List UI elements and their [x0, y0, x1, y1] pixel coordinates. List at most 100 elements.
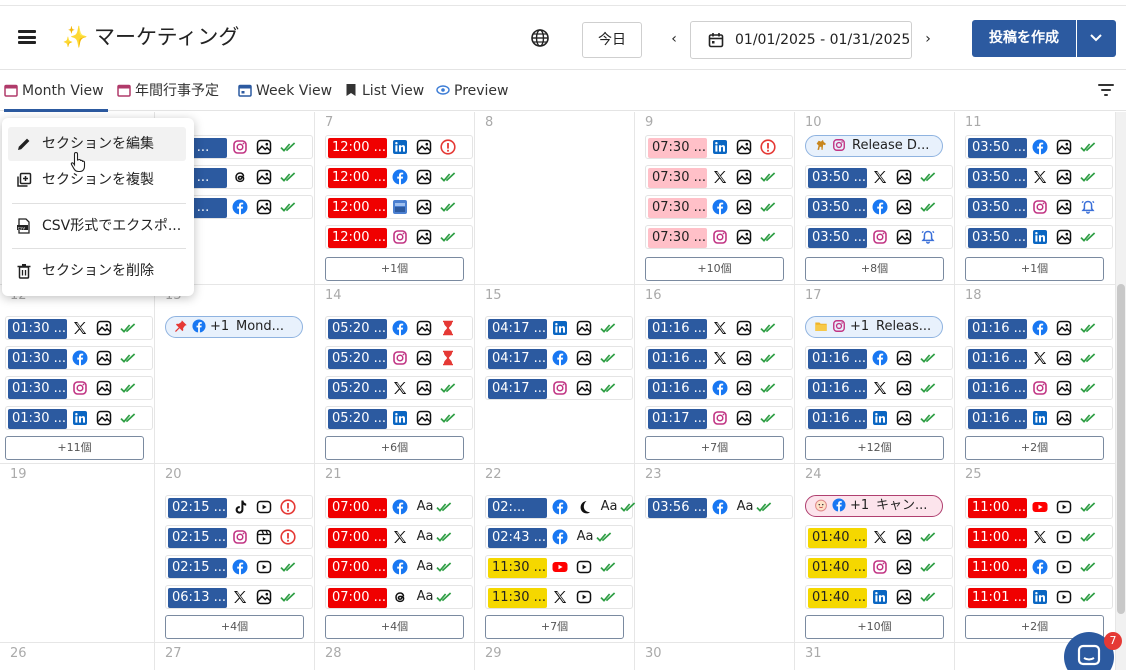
- scheduled-post-chip[interactable]: 02:...Aa: [485, 495, 636, 519]
- calendar-day-cell[interactable]: 23: [635, 464, 795, 643]
- scheduled-post-chip[interactable]: 12:00 ...: [325, 135, 473, 159]
- calendar-day-cell[interactable]: 14: [315, 285, 475, 464]
- calendar-day-cell[interactable]: 25: [955, 464, 1116, 643]
- scheduled-post-chip[interactable]: 11:01 ...: [965, 585, 1113, 609]
- scheduled-post-chip[interactable]: 01:30 ...: [5, 376, 153, 400]
- more-posts-button[interactable]: +2個: [965, 436, 1104, 460]
- scheduled-post-chip[interactable]: 11:30 ...: [485, 585, 633, 609]
- more-posts-button[interactable]: +12個: [805, 436, 944, 460]
- calendar-day-cell[interactable]: 12: [0, 285, 155, 464]
- tab-month-view[interactable]: Month View: [4, 71, 108, 112]
- more-posts-button[interactable]: +10個: [805, 615, 944, 639]
- next-month-button[interactable]: ›: [925, 31, 931, 47]
- more-posts-button[interactable]: +7個: [645, 436, 784, 460]
- scheduled-post-chip[interactable]: 01:16 ...: [965, 316, 1113, 340]
- scheduled-post-chip[interactable]: 05:20 ...: [325, 376, 473, 400]
- scheduled-post-chip[interactable]: 01:30 ...: [5, 346, 153, 370]
- scheduled-post-chip[interactable]: 03:56 ...Aa: [645, 495, 793, 519]
- create-post-dropdown[interactable]: [1077, 20, 1116, 57]
- scheduled-post-chip[interactable]: 12:00 ...: [325, 225, 473, 249]
- calendar-day-cell[interactable]: 19: [0, 464, 155, 643]
- calendar-day-cell[interactable]: 29: [475, 643, 635, 670]
- scheduled-post-chip[interactable]: 05:20 ...: [325, 346, 473, 370]
- scheduled-post-chip[interactable]: 01:16 ...: [805, 376, 953, 400]
- calendar-day-cell[interactable]: 28: [315, 643, 475, 670]
- tab-annual-schedule[interactable]: 年間行事予定: [117, 71, 227, 111]
- more-posts-button[interactable]: +6個: [325, 436, 464, 460]
- scheduled-post-chip[interactable]: 04:17 ...: [485, 376, 633, 400]
- scheduled-post-chip[interactable]: 07:30 ...: [645, 135, 793, 159]
- scheduled-post-chip[interactable]: 06:13 ...: [165, 585, 313, 609]
- tab-list-view[interactable]: List View: [344, 71, 424, 111]
- scheduled-post-chip[interactable]: 01:40 ...: [805, 555, 953, 579]
- menu-item-duplicate-section[interactable]: セクションを複製: [8, 163, 186, 197]
- scheduled-post-chip[interactable]: 02:15 ...: [165, 525, 313, 549]
- scheduled-post-chip[interactable]: 05:20 ...: [325, 316, 473, 340]
- scheduled-post-chip[interactable]: 03:50 ...: [965, 165, 1113, 189]
- more-posts-button[interactable]: +7個: [485, 615, 624, 639]
- calendar-day-cell[interactable]: 24: [795, 464, 955, 643]
- scheduled-post-chip[interactable]: 07:00 ...Aa: [325, 525, 473, 549]
- scheduled-post-chip[interactable]: 04:17 ...: [485, 346, 633, 370]
- scheduled-post-chip[interactable]: 07:00 ...Aa: [325, 585, 473, 609]
- event-pill[interactable]: Release D...: [805, 135, 943, 157]
- calendar-day-cell[interactable]: 18: [955, 285, 1116, 464]
- filter-icon[interactable]: [1098, 84, 1114, 96]
- scheduled-post-chip[interactable]: 03:50 ...: [965, 195, 1113, 219]
- prev-month-button[interactable]: ‹: [671, 31, 677, 47]
- menu-item-export-csv[interactable]: csv CSV形式でエクスポ...: [8, 209, 186, 243]
- scheduled-post-chip[interactable]: 04:17 ...: [485, 316, 633, 340]
- scheduled-post-chip[interactable]: 03:50 ...: [965, 225, 1113, 249]
- more-posts-button[interactable]: +10個: [645, 257, 784, 281]
- scheduled-post-chip[interactable]: 01:17 ...: [645, 406, 793, 430]
- scheduled-post-chip[interactable]: 03:50 ...: [805, 225, 953, 249]
- scheduled-post-chip[interactable]: 01:40 ...: [805, 585, 953, 609]
- scheduled-post-chip[interactable]: 01:16 ...: [645, 316, 793, 340]
- scheduled-post-chip[interactable]: 11:00 ...: [965, 495, 1113, 519]
- scheduled-post-chip[interactable]: 01:16 ...: [645, 346, 793, 370]
- scheduled-post-chip[interactable]: 01:30 ...: [5, 316, 153, 340]
- scheduled-post-chip[interactable]: 01:16 ...: [965, 376, 1113, 400]
- scheduled-post-chip[interactable]: 02:15 ...: [165, 555, 313, 579]
- more-posts-button[interactable]: +1個: [325, 257, 464, 281]
- scheduled-post-chip[interactable]: 07:30 ...: [645, 195, 793, 219]
- calendar-day-cell[interactable]: 21: [315, 464, 475, 643]
- scheduled-post-chip[interactable]: 07:30 ...: [645, 165, 793, 189]
- scheduled-post-chip[interactable]: 01:16 ...: [805, 346, 953, 370]
- scheduled-post-chip[interactable]: 03:50 ...: [965, 135, 1113, 159]
- calendar-day-cell[interactable]: 27: [155, 643, 315, 670]
- tab-preview[interactable]: Preview: [436, 71, 512, 111]
- calendar-day-cell[interactable]: 8: [475, 112, 635, 285]
- more-posts-button[interactable]: +8個: [805, 257, 944, 281]
- more-posts-button[interactable]: +11個: [5, 436, 144, 460]
- scheduled-post-chip[interactable]: 02:15 ...: [165, 495, 313, 519]
- scheduled-post-chip[interactable]: 03:50 ...: [805, 195, 953, 219]
- calendar-day-cell[interactable]: 17: [795, 285, 955, 464]
- calendar-day-cell[interactable]: 31: [795, 643, 955, 670]
- scheduled-post-chip[interactable]: 01:40 ...: [805, 525, 953, 549]
- scheduled-post-chip[interactable]: 05:20 ...: [325, 406, 473, 430]
- scheduled-post-chip[interactable]: 07:30 ...: [645, 225, 793, 249]
- menu-item-delete-section[interactable]: セクションを削除: [8, 254, 186, 288]
- scheduled-post-chip[interactable]: 11:00 ...: [965, 525, 1113, 549]
- create-post-button[interactable]: 投稿を作成: [972, 20, 1076, 57]
- tab-week-view[interactable]: Week View: [238, 71, 332, 111]
- scheduled-post-chip[interactable]: 01:16 ...: [965, 406, 1113, 430]
- scheduled-post-chip[interactable]: 07:00 ...Aa: [325, 555, 473, 579]
- calendar-day-cell[interactable]: 20: [155, 464, 315, 643]
- scheduled-post-chip[interactable]: 01:30 ...: [5, 406, 153, 430]
- calendar-day-cell[interactable]: 16: [635, 285, 795, 464]
- date-range-picker[interactable]: 01/01/2025 - 01/31/2025: [690, 21, 912, 59]
- hamburger-menu-icon[interactable]: [18, 30, 36, 44]
- calendar-day-cell[interactable]: 13: [155, 285, 315, 464]
- scrollbar-thumb[interactable]: [1117, 284, 1125, 614]
- scheduled-post-chip[interactable]: 01:16 ...: [965, 346, 1113, 370]
- scheduled-post-chip[interactable]: 01:16 ...: [805, 406, 953, 430]
- scheduled-post-chip[interactable]: 12:00 ...: [325, 165, 473, 189]
- scheduled-post-chip[interactable]: 07:00 ...Aa: [325, 495, 473, 519]
- scheduled-post-chip[interactable]: 11:00 ...: [965, 555, 1113, 579]
- scheduled-post-chip[interactable]: 01:16 ...: [645, 376, 793, 400]
